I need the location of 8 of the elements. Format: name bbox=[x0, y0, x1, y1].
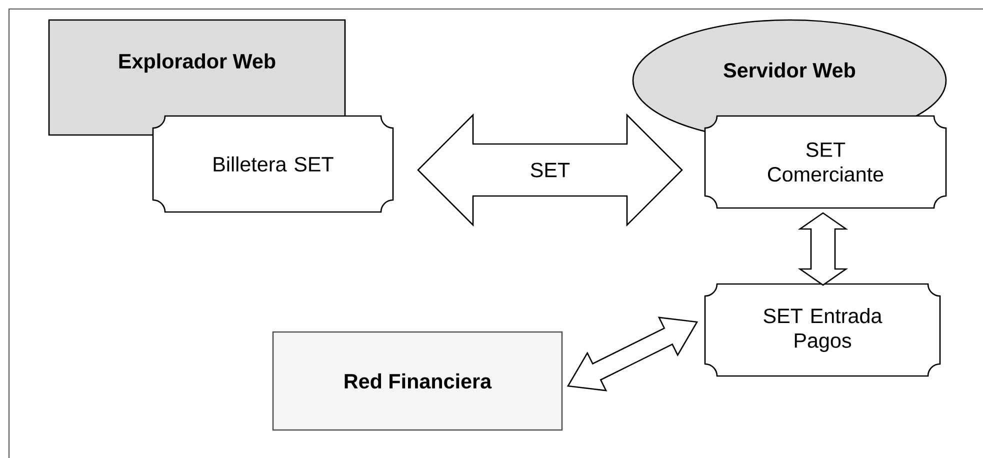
edge-label: SET bbox=[528, 161, 572, 179]
network-box: Red Financiera bbox=[272, 331, 563, 431]
merchant-box: SET Comerciante bbox=[704, 115, 947, 209]
gateway-box: SET Entrada Pagos bbox=[704, 283, 941, 377]
double-arrow bbox=[798, 212, 848, 286]
wallet-box: Billetera SET bbox=[152, 115, 394, 213]
browser-box: Explorador Web bbox=[48, 19, 346, 136]
double-arrow bbox=[417, 113, 683, 227]
